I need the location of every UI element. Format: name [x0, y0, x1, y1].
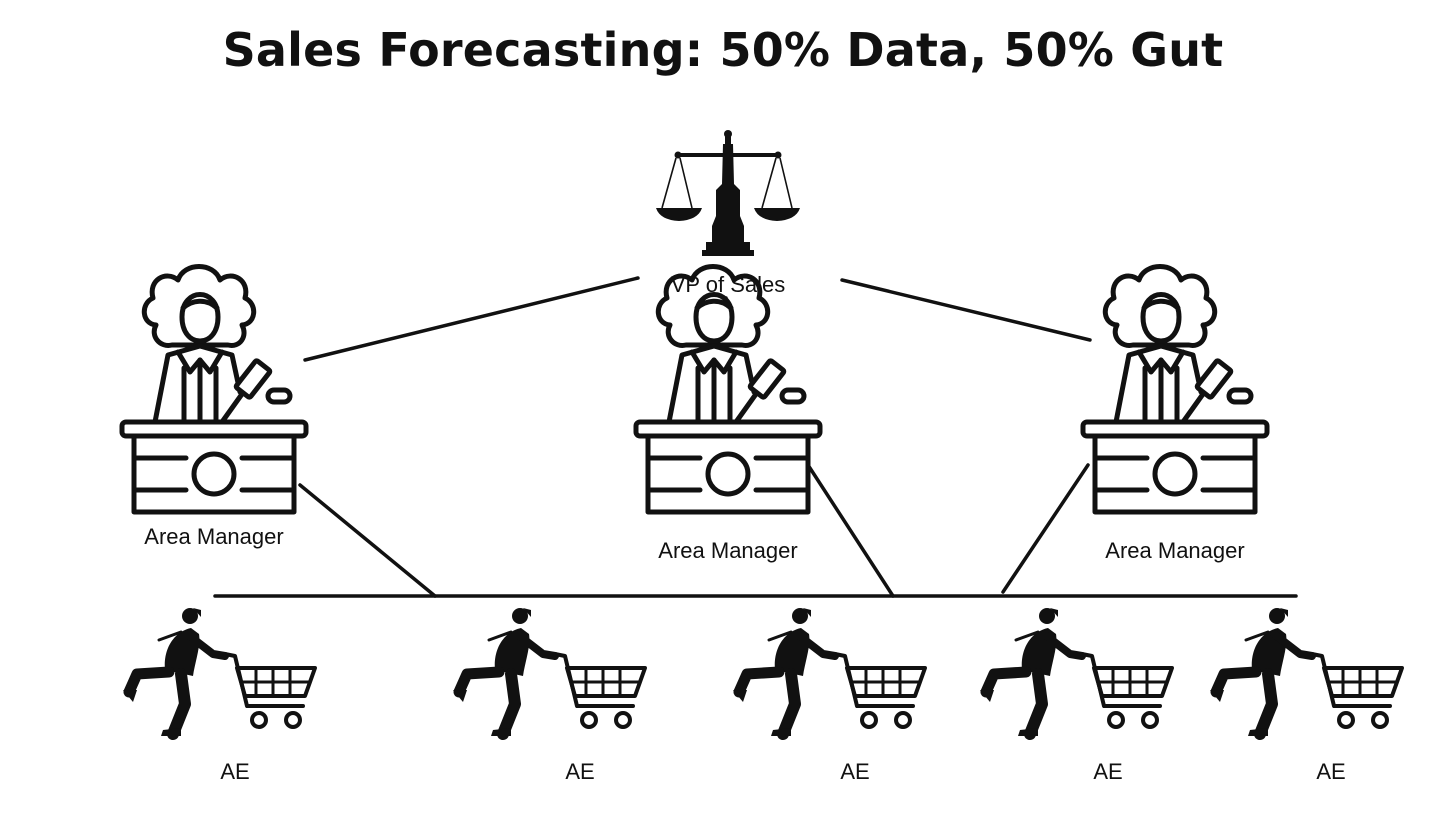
manager-2-judge-icon — [636, 267, 820, 513]
connector-manager-2-to-bus — [806, 463, 895, 598]
ae-1-shopper-icon — [123, 608, 315, 736]
connector-vp-to-manager-1 — [303, 276, 640, 362]
manager-1-label: Area Manager — [144, 524, 283, 549]
ae-1-label: AE — [220, 759, 249, 784]
manager-2-label: Area Manager — [658, 538, 797, 563]
connector-manager-3-to-bus — [1001, 463, 1090, 594]
vp-scales-icon — [654, 128, 802, 258]
connector-manager-1-to-bus — [298, 483, 437, 598]
diagram-title: Sales Forecasting: 50% Data, 50% Gut — [223, 23, 1224, 77]
manager-1-judge-icon — [122, 267, 306, 513]
connector-vp-to-manager-3 — [840, 278, 1092, 342]
ae-2-shopper-icon — [453, 608, 645, 736]
ae-5-shopper-icon — [1210, 608, 1402, 736]
ae-5-label: AE — [1316, 759, 1345, 784]
ae-3-shopper-icon — [733, 608, 925, 736]
ae-4-label: AE — [1093, 759, 1122, 784]
ae-2-label: AE — [565, 759, 594, 784]
connector-lines — [213, 276, 1298, 598]
manager-3-label: Area Manager — [1105, 538, 1244, 563]
manager-3-judge-icon — [1083, 267, 1267, 513]
ae-3-label: AE — [840, 759, 869, 784]
ae-4-shopper-icon — [980, 608, 1172, 736]
